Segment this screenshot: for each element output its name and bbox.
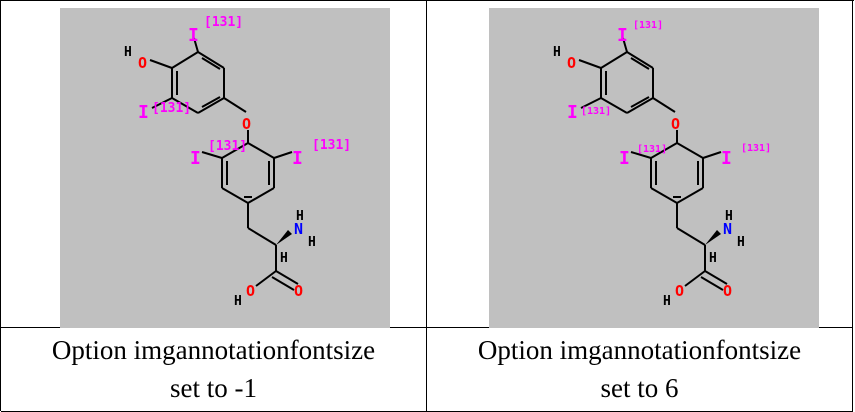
atom-oxygen: O xyxy=(138,54,147,72)
atom-iodine-left: I xyxy=(138,102,149,123)
wedge-bond xyxy=(705,230,721,245)
ring-bond xyxy=(171,97,199,114)
wedge-bond xyxy=(276,230,292,245)
ring-bond xyxy=(171,51,199,69)
atom-iodine-ring2-right: I xyxy=(721,148,732,169)
ring-bond xyxy=(197,51,225,69)
isotope-label: [131] xyxy=(312,138,351,153)
bond-carbonyl xyxy=(275,270,299,285)
ring-bond xyxy=(247,187,275,204)
bond-hydroxyl xyxy=(684,270,706,287)
isotope-label: [131] xyxy=(741,143,771,154)
ring-bond xyxy=(197,97,225,114)
atom-iodine-ring2-left: I xyxy=(190,148,201,169)
atom-hydrogen-ca: H xyxy=(709,251,717,266)
double-bond xyxy=(201,57,221,70)
caption-left-line2: set to -1 xyxy=(170,373,257,403)
caption-cell-right: Option imgannotationfontsize set to 6 xyxy=(427,328,853,412)
atom-hydrogen-n1: H xyxy=(296,209,304,224)
ring-bond xyxy=(600,97,628,114)
bond-iodine xyxy=(622,37,628,53)
bond-iodine xyxy=(273,151,293,159)
bond-chain xyxy=(247,227,277,246)
double-bond xyxy=(630,96,650,108)
bond-carbonyl xyxy=(700,276,724,291)
bond-carbonyl xyxy=(704,270,728,285)
isotope-label: [131] xyxy=(633,20,663,31)
isotope-label: [131] xyxy=(637,144,667,155)
atom-oxygen-ether: O xyxy=(242,115,251,133)
ring-bond xyxy=(676,142,704,159)
atom-oxygen-hydroxyl: O xyxy=(675,282,684,300)
isotope-label: [131] xyxy=(208,139,247,154)
atom-nitrogen: N xyxy=(723,220,732,238)
atom-oxygen-ether: O xyxy=(671,115,680,133)
bond-iodine xyxy=(630,151,652,159)
caption-right-line1: Option imgannotationfontsize xyxy=(477,335,802,365)
bond-iodine xyxy=(702,151,722,159)
ring-bond xyxy=(650,142,678,159)
ring-bond xyxy=(650,187,678,204)
atom-iodine-ring2-right: I xyxy=(292,148,303,169)
isotope-label: [131] xyxy=(581,106,611,117)
atom-hydrogen-oh: H xyxy=(663,294,671,309)
atom-iodine-left: I xyxy=(567,102,578,123)
atom-oxygen-carbonyl: O xyxy=(294,282,303,300)
ring-bond xyxy=(626,97,654,114)
ring-bond xyxy=(221,187,249,204)
caption-cell-left: Option imgannotationfontsize set to -1 xyxy=(1,328,427,412)
bond-iodine xyxy=(201,151,223,159)
bond-iodine xyxy=(151,97,173,109)
bond-carbonyl xyxy=(271,276,295,291)
ring-bond xyxy=(626,51,654,69)
caption-right-line2: set to 6 xyxy=(600,373,679,403)
ring-bond xyxy=(247,142,275,159)
atom-hydrogen: H xyxy=(124,45,132,60)
isotope-label: [131] xyxy=(152,101,191,116)
atom-hydrogen-n2: H xyxy=(308,235,316,250)
bond-iodine xyxy=(193,37,199,53)
bond-oh xyxy=(149,59,173,69)
atom-hydrogen-n1: H xyxy=(725,209,733,224)
bond-chain xyxy=(676,227,706,246)
atom-hydrogen-ca: H xyxy=(280,251,288,266)
isotope-label: [131] xyxy=(204,15,243,30)
atom-nitrogen: N xyxy=(294,220,303,238)
ring-bond xyxy=(676,187,704,204)
ring-bond xyxy=(221,142,249,159)
caption-left-line1: Option imgannotationfontsize xyxy=(51,335,376,365)
bond-iodine xyxy=(580,97,602,109)
atom-iodine-ring2-left: I xyxy=(619,148,630,169)
atom-oxygen-hydroxyl: O xyxy=(246,282,255,300)
double-bond xyxy=(630,57,650,70)
atom-iodine-top: I xyxy=(188,25,199,46)
atom-hydrogen-n2: H xyxy=(737,235,745,250)
atom-hydrogen-oh: H xyxy=(234,294,242,309)
ring-bond xyxy=(600,51,628,69)
bond-ether xyxy=(652,97,676,113)
atom-oxygen-carbonyl: O xyxy=(723,282,732,300)
atom-oxygen: O xyxy=(567,54,576,72)
double-bond xyxy=(201,96,221,108)
atom-hydrogen: H xyxy=(553,45,561,60)
bond-hydroxyl xyxy=(255,270,277,287)
atom-iodine-top: I xyxy=(617,25,628,46)
bond-ether xyxy=(223,97,247,113)
bond-oh xyxy=(578,59,602,69)
